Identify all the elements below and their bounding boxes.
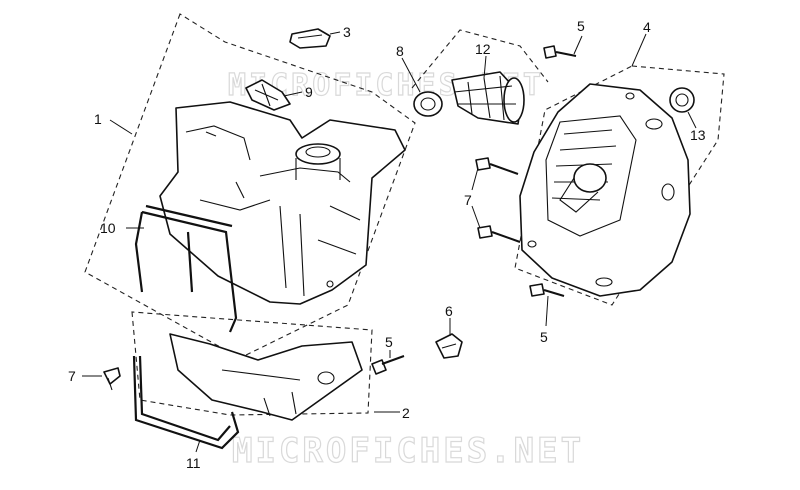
callout-8: 8 <box>396 43 404 59</box>
part-11-wire-handle <box>132 355 240 450</box>
part-10-wire-frame <box>134 204 238 333</box>
part-6-clamp <box>435 333 463 359</box>
part-1-shroud <box>159 101 406 305</box>
part-5-screw-top <box>543 45 577 59</box>
group-outline-4 <box>514 65 725 306</box>
leader-5-top <box>573 35 583 55</box>
leader-3 <box>329 31 341 35</box>
callout-5-top: 5 <box>577 18 585 34</box>
part-5-screw-center <box>371 355 405 375</box>
leader-4 <box>631 33 647 67</box>
callout-5-center: 5 <box>385 334 393 350</box>
callout-12: 12 <box>475 41 491 57</box>
group-outline-2 <box>131 311 373 416</box>
part-4-fan-cover <box>519 83 691 297</box>
callout-4: 4 <box>643 19 651 35</box>
callout-7-right: 7 <box>464 192 472 208</box>
callout-7-left: 7 <box>68 368 76 384</box>
callout-2: 2 <box>402 405 410 421</box>
callout-13: 13 <box>690 127 706 143</box>
part-12-filter-screen <box>451 71 525 125</box>
leader-13 <box>687 111 697 129</box>
callout-10: 10 <box>100 220 116 236</box>
leader-9 <box>283 91 303 97</box>
callout-11: 11 <box>186 455 201 471</box>
group-outline-8-12 <box>411 29 549 89</box>
part-13-grommet <box>669 87 695 113</box>
group-outline-1 <box>84 13 416 359</box>
callout-5-bottom: 5 <box>540 329 548 345</box>
leader-7-upper <box>471 167 479 191</box>
leader-7-lower <box>471 205 481 229</box>
part-8-ring <box>413 91 443 117</box>
leader-11 <box>195 439 201 453</box>
part-5-screw-bottom <box>529 283 565 297</box>
leader-8 <box>401 57 421 93</box>
leader-12 <box>483 55 487 79</box>
part-2-lower-cover <box>169 333 363 421</box>
callout-6: 6 <box>445 303 453 319</box>
leader-5-bottom <box>545 295 549 327</box>
part-7-screw-left <box>103 367 121 391</box>
part-9-bracket <box>245 79 291 111</box>
callout-9: 9 <box>305 84 313 100</box>
part-7-screw-lower <box>477 225 521 243</box>
watermark-bottom: MICROFICHES.NET <box>232 431 584 471</box>
part-3-clip <box>289 28 331 49</box>
callout-3: 3 <box>343 24 351 40</box>
part-7-screw-upper <box>475 157 519 175</box>
callout-1: 1 <box>94 111 102 127</box>
leader-1 <box>109 119 133 135</box>
